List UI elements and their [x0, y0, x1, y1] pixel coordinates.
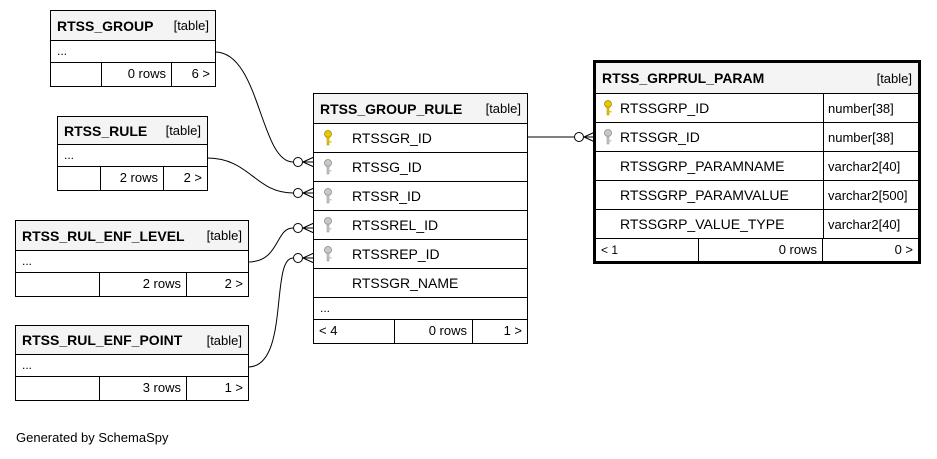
parents-count[interactable]: < 1 — [601, 243, 619, 257]
row-count: 0 rows — [698, 239, 822, 261]
row-count: 3 rows — [99, 377, 186, 400]
column-row[interactable]: RTSSGR_ID number[38] — [596, 123, 918, 152]
table-name: RTSS_GROUP — [57, 17, 154, 34]
foreign-key-icon — [596, 129, 620, 145]
column-row[interactable]: RTSSG_ID — [314, 153, 527, 182]
column-name: RTSSGRP_PARAMNAME — [620, 158, 785, 174]
parents-count[interactable]: < 4 — [319, 323, 338, 338]
row-count: 0 rows — [101, 63, 171, 86]
table-name: RTSS_RUL_ENF_POINT — [22, 332, 183, 348]
table-name: RTSS_RULE — [64, 122, 148, 139]
table-name: RTSS_GROUP_RULE — [320, 100, 463, 117]
column-name: RTSSGR_ID — [620, 129, 700, 145]
column-row[interactable]: RTSSGR_NAME — [314, 269, 527, 298]
table-footer: 0 rows 6 > — [51, 63, 215, 86]
column-row[interactable]: RTSSREP_ID — [314, 240, 527, 269]
table-footer: 2 rows 2 > — [58, 167, 207, 190]
table-footer: < 4 0 rows 1 > — [314, 320, 527, 343]
column-name: RTSSGRP_ID — [620, 100, 710, 116]
column-row[interactable]: RTSSGRP_ID number[38] — [596, 94, 918, 123]
table-name: RTSS_GRPRUL_PARAM — [602, 70, 765, 86]
column-type: varchar2[40] — [823, 152, 918, 180]
primary-key-icon — [596, 100, 620, 116]
table-header: RTSS_RUL_ENF_LEVEL [table] — [16, 221, 248, 251]
children-count[interactable]: 2 > — [163, 167, 207, 190]
table-type: [table] — [876, 70, 912, 86]
foreign-key-icon — [314, 246, 342, 262]
table-rtss-group[interactable]: RTSS_GROUP [table] ... 0 rows 6 > — [50, 10, 216, 87]
children-count[interactable]: 1 > — [186, 377, 248, 400]
column-type: number[38] — [823, 94, 918, 122]
row-count: 2 rows — [100, 167, 163, 190]
ellipsis: ... — [314, 298, 527, 320]
table-type: [table] — [485, 101, 521, 116]
column-row[interactable]: RTSSGRP_PARAMNAME varchar2[40] — [596, 152, 918, 181]
link-enflevel-to-grouprule — [247, 227, 294, 263]
foreign-key-icon — [314, 159, 342, 175]
table-header: RTSS_RULE [table] — [58, 117, 207, 145]
table-header: RTSS_RUL_ENF_POINT [table] — [16, 326, 248, 355]
table-footer: < 1 0 rows 0 > — [596, 239, 918, 261]
column-name: RTSSG_ID — [352, 159, 422, 175]
table-header: RTSS_GRPRUL_PARAM [table] — [596, 63, 918, 94]
table-name: RTSS_RUL_ENF_LEVEL — [22, 227, 185, 244]
children-count[interactable]: 2 > — [186, 273, 248, 296]
column-row[interactable]: RTSSGRP_PARAMVALUE varchar2[500] — [596, 181, 918, 210]
row-count: 0 rows — [394, 320, 472, 343]
table-header: RTSS_GROUP [table] — [51, 11, 215, 41]
table-rtss-rul-enf-point[interactable]: RTSS_RUL_ENF_POINT [table] ... 3 rows 1 … — [15, 325, 249, 401]
table-type: [table] — [165, 123, 201, 138]
table-type: [table] — [173, 18, 209, 33]
link-enfpoint-to-grouprule — [247, 257, 294, 368]
ellipsis: ... — [58, 145, 207, 167]
column-name: RTSSREL_ID — [352, 217, 439, 233]
column-row[interactable]: RTSSREL_ID — [314, 211, 527, 240]
children-count[interactable]: 0 > — [822, 239, 918, 261]
table-rtss-rule[interactable]: RTSS_RULE [table] ... 2 rows 2 > — [57, 116, 208, 191]
table-header: RTSS_GROUP_RULE [table] — [314, 94, 527, 124]
table-type: [table] — [206, 332, 242, 348]
column-row[interactable]: RTSSGRP_VALUE_TYPE varchar2[40] — [596, 210, 918, 239]
column-name: RTSSGRP_PARAMVALUE — [620, 187, 789, 203]
column-type: varchar2[40] — [823, 210, 918, 238]
column-name: RTSSR_ID — [352, 188, 421, 204]
column-name: RTSSGRP_VALUE_TYPE — [620, 216, 785, 232]
link-rule-to-grouprule — [206, 157, 294, 194]
ellipsis: ... — [16, 251, 248, 273]
table-type: [table] — [206, 228, 242, 243]
table-rtss-rul-enf-level[interactable]: RTSS_RUL_ENF_LEVEL [table] ... 2 rows 2 … — [15, 220, 249, 297]
children-count[interactable]: 1 > — [472, 320, 527, 343]
column-row[interactable]: RTSSGR_ID — [314, 124, 527, 153]
table-rtss-grprul-param[interactable]: RTSS_GRPRUL_PARAM [table] RTSSGRP_ID num… — [593, 60, 921, 264]
children-count[interactable]: 6 > — [171, 63, 215, 86]
ellipsis: ... — [16, 355, 248, 377]
link-group-to-grouprule — [214, 51, 294, 163]
primary-key-icon — [314, 130, 342, 146]
row-count: 2 rows — [99, 273, 186, 296]
column-name: RTSSREP_ID — [352, 246, 440, 262]
foreign-key-icon — [314, 217, 342, 233]
column-name: RTSSGR_NAME — [352, 275, 459, 291]
column-row[interactable]: RTSSR_ID — [314, 182, 527, 211]
optional-circles — [293, 132, 584, 263]
table-footer: 3 rows 1 > — [16, 377, 248, 400]
table-footer: 2 rows 2 > — [16, 273, 248, 296]
column-name: RTSSGR_ID — [352, 130, 432, 146]
column-type: varchar2[500] — [823, 181, 918, 209]
generated-by-label: Generated by SchemaSpy — [16, 430, 169, 445]
column-type: number[38] — [823, 123, 918, 151]
table-rtss-group-rule[interactable]: RTSS_GROUP_RULE [table] RTSSGR_ID RTSSG_… — [313, 93, 528, 344]
foreign-key-icon — [314, 188, 342, 204]
ellipsis: ... — [51, 41, 215, 63]
